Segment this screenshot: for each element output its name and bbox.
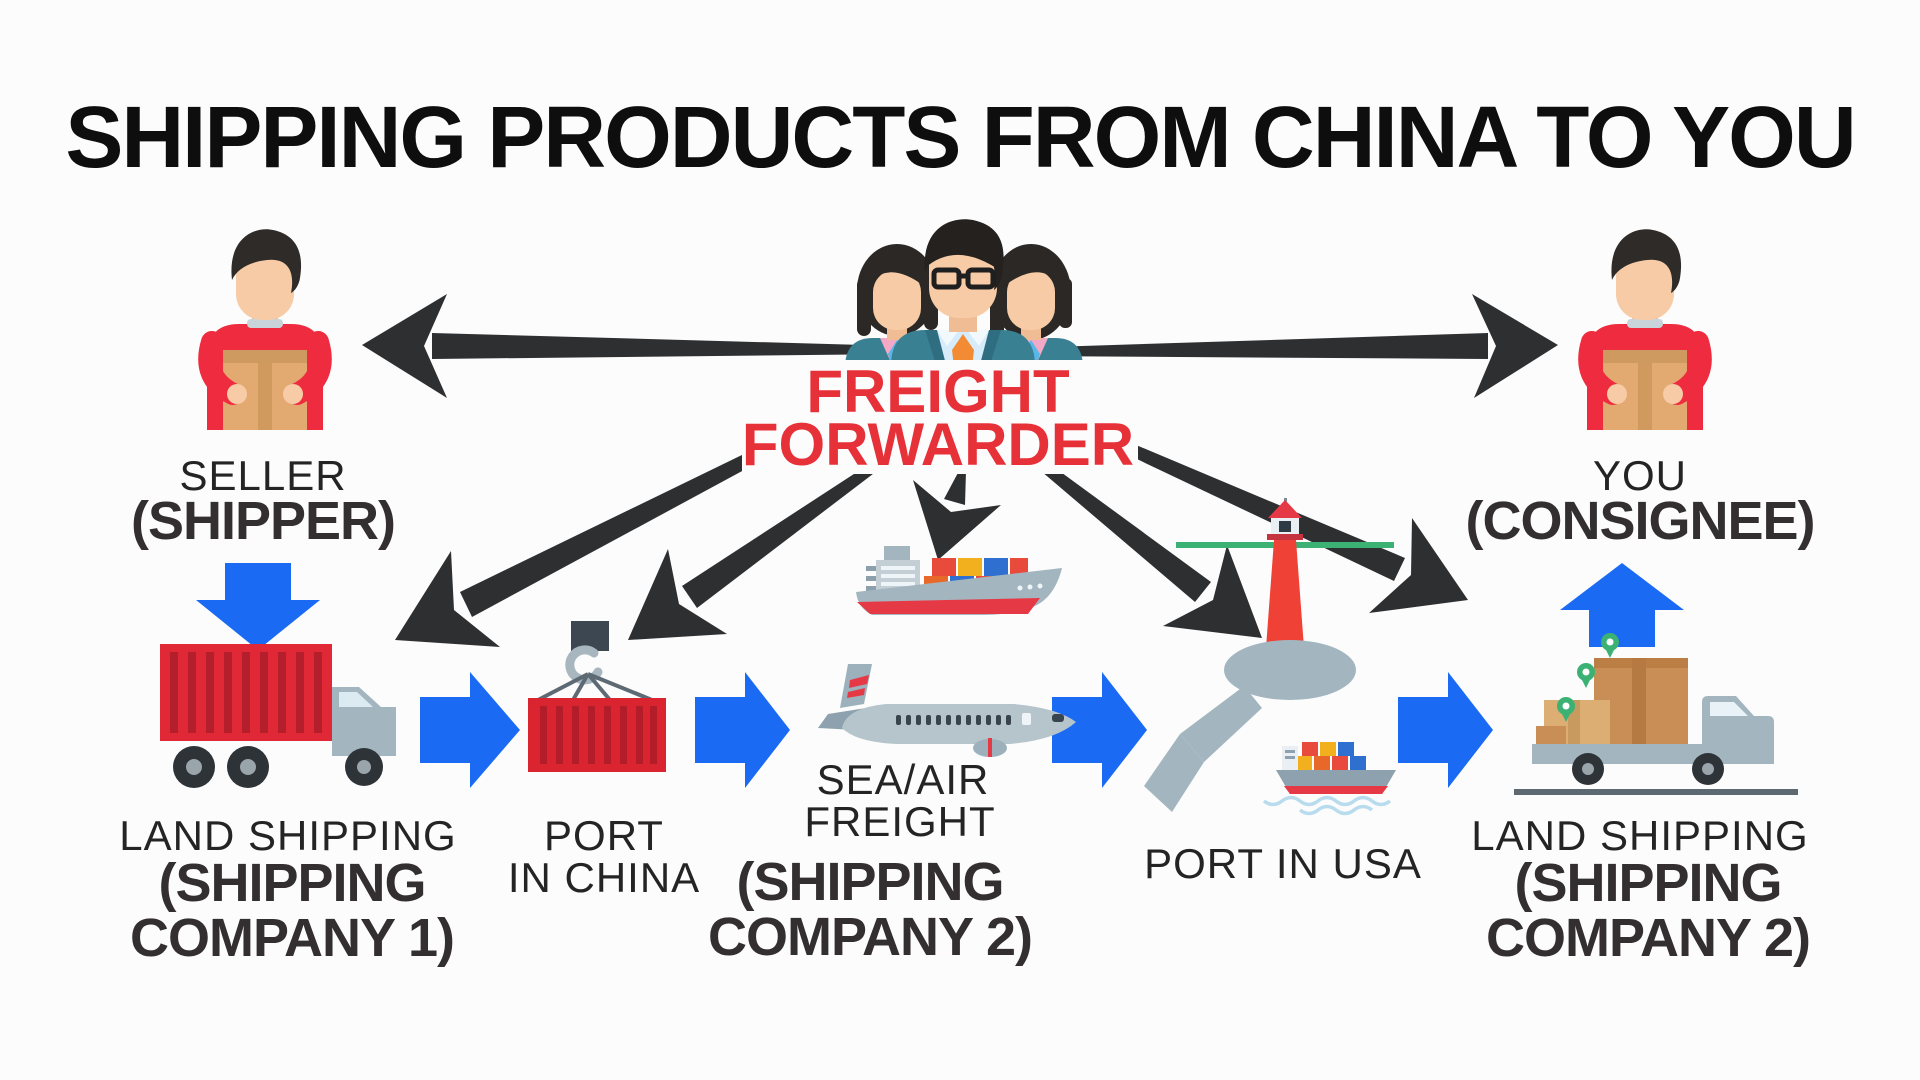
you-sublabel: (CONSIGNEE) [1465, 491, 1815, 551]
freight-forwarder-label: FREIGHT FORWARDER [741, 358, 1135, 478]
land-shipping-2-sublabel: (SHIPPING COMPANY 2) [1485, 853, 1811, 969]
arrow-ff-to-land-shipping-2 [1063, 416, 1468, 613]
port-in-china-label-line2: IN CHINA [507, 854, 701, 901]
arrow-truck-to-port-china [420, 672, 520, 788]
arrow-ff-to-seller [362, 294, 900, 398]
land-shipping-2-label: LAND SHIPPING [1471, 812, 1809, 859]
arrow-ff-to-sea-air [913, 469, 1001, 560]
seller-sublabel: (SHIPPER) [130, 491, 396, 551]
delivery-truck-boxes-icon [1514, 633, 1798, 795]
arrow-seller-down [196, 563, 320, 650]
arrow-ff-to-you [1020, 294, 1558, 398]
land-shipping-1-sublabel: (SHIPPING COMPANY 1) [129, 853, 455, 969]
crane-hook-container-icon [528, 621, 666, 772]
land-shipping-1-label: LAND SHIPPING [119, 812, 457, 859]
arrow-ff-to-port-usa [1008, 437, 1262, 638]
you-label: YOU [1592, 452, 1688, 499]
container-truck-icon [160, 644, 396, 788]
port-in-china-label-line1: PORT [544, 812, 664, 859]
arrow-freight-to-port-usa [1052, 672, 1147, 788]
seller-label: SELLER [179, 452, 347, 499]
arrow-ff-to-port-china [628, 442, 907, 640]
arrow-port-china-to-freight [695, 672, 790, 788]
business-team-icon [742, 219, 1138, 474]
page-title: SHIPPING PRODUCTS FROM CHINA TO YOU [65, 89, 1856, 186]
lighthouse-pier-icon [1144, 498, 1396, 816]
port-in-usa-label: PORT IN USA [1144, 840, 1422, 887]
seller-icon [207, 229, 323, 430]
arrow-truck-up-to-you [1560, 563, 1684, 647]
cargo-ship-and-airplane-icon [818, 546, 1076, 757]
arrow-port-usa-to-truck [1398, 672, 1493, 788]
sea-air-freight-sublabel: (SHIPPING COMPANY 2) [707, 852, 1033, 968]
sea-air-freight-label-line2: FREIGHT [804, 798, 996, 845]
sea-air-freight-label-line1: SEA/AIR [816, 756, 990, 803]
consignee-icon [1587, 229, 1703, 430]
